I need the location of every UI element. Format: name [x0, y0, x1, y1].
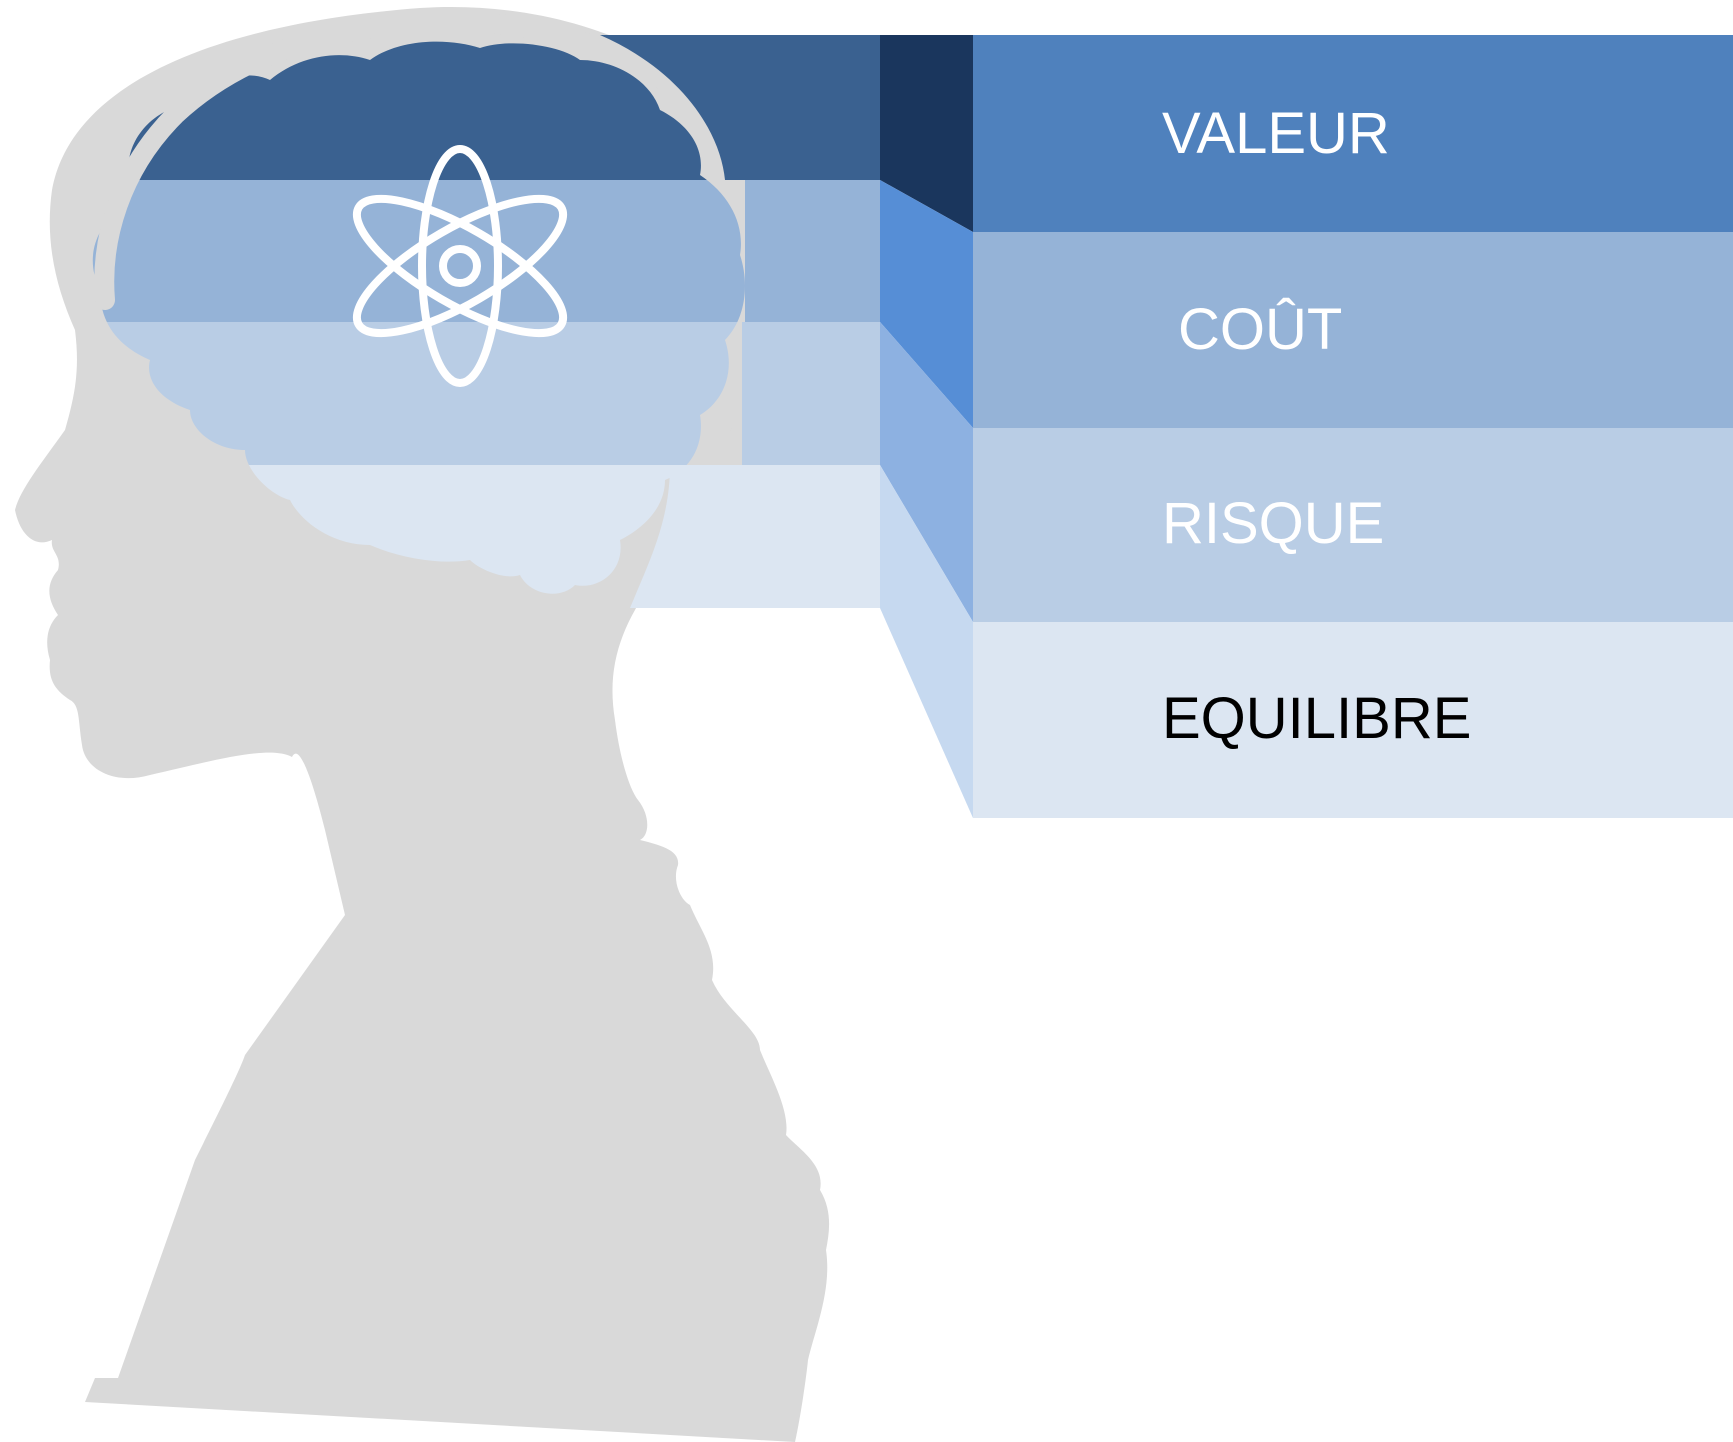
connector-bands: [600, 35, 880, 608]
level-label-valeur: VALEUR: [1162, 101, 1390, 166]
level-label-equilibre: EQUILIBRE: [1162, 686, 1471, 751]
level-block-valeur: VALEUR: [973, 35, 1733, 232]
level-face-risque: [973, 428, 1733, 622]
level-face-cout: [973, 232, 1733, 428]
connector-face-cout: [880, 180, 973, 428]
level-blocks: VALEUR COÛT RISQUE EQUILIBRE: [973, 35, 1733, 818]
head-band-cout: [745, 180, 880, 322]
level-label-cout: COÛT: [1178, 297, 1342, 362]
connector-face-equilibre: [880, 465, 973, 818]
level-block-equilibre: EQUILIBRE: [973, 622, 1733, 818]
level-face-valeur: [973, 35, 1733, 232]
atom-icon: [352, 145, 568, 387]
perspective-faces: [880, 35, 973, 818]
connector-face-risque: [880, 322, 973, 622]
level-block-cout: COÛT: [973, 232, 1733, 428]
head-outline: [94, 11, 777, 570]
head-band-valeur: [600, 35, 880, 180]
level-label-risque: RISQUE: [1162, 491, 1384, 556]
level-face-equilibre: [973, 622, 1733, 818]
head-band-equilibre: [630, 465, 880, 608]
head-band-risque: [742, 322, 880, 465]
connector-face-valeur: [880, 35, 973, 232]
level-block-risque: RISQUE: [973, 428, 1733, 622]
